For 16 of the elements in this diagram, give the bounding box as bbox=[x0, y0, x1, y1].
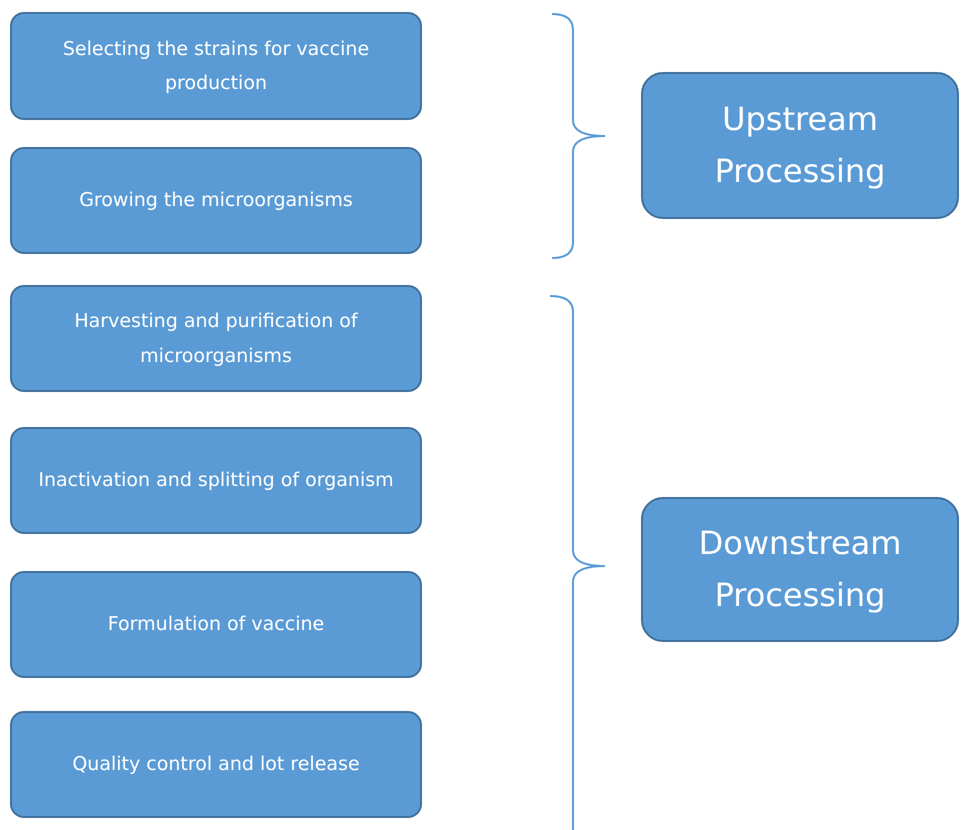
box-label: Harvesting and purification of microorganisms bbox=[73, 309, 359, 368]
step-box bbox=[10, 711, 422, 818]
step-box bbox=[10, 147, 422, 254]
step-box bbox=[10, 427, 422, 534]
step-box bbox=[10, 12, 422, 120]
step-box bbox=[10, 571, 422, 678]
stage-box bbox=[641, 72, 959, 219]
box-label: Upstream Processing bbox=[714, 99, 886, 192]
box-label: Downstream Processing bbox=[698, 523, 902, 616]
box-label: Inactivation and splitting of organism bbox=[38, 468, 394, 494]
stage-box bbox=[641, 497, 959, 642]
step-box bbox=[10, 285, 422, 392]
box-label: Quality control and lot release bbox=[72, 752, 360, 778]
box-label: Selecting the strains for vaccine production bbox=[62, 36, 370, 96]
box-label: Formulation of vaccine bbox=[108, 612, 324, 638]
box-label: Growing the microorganisms bbox=[79, 188, 353, 214]
